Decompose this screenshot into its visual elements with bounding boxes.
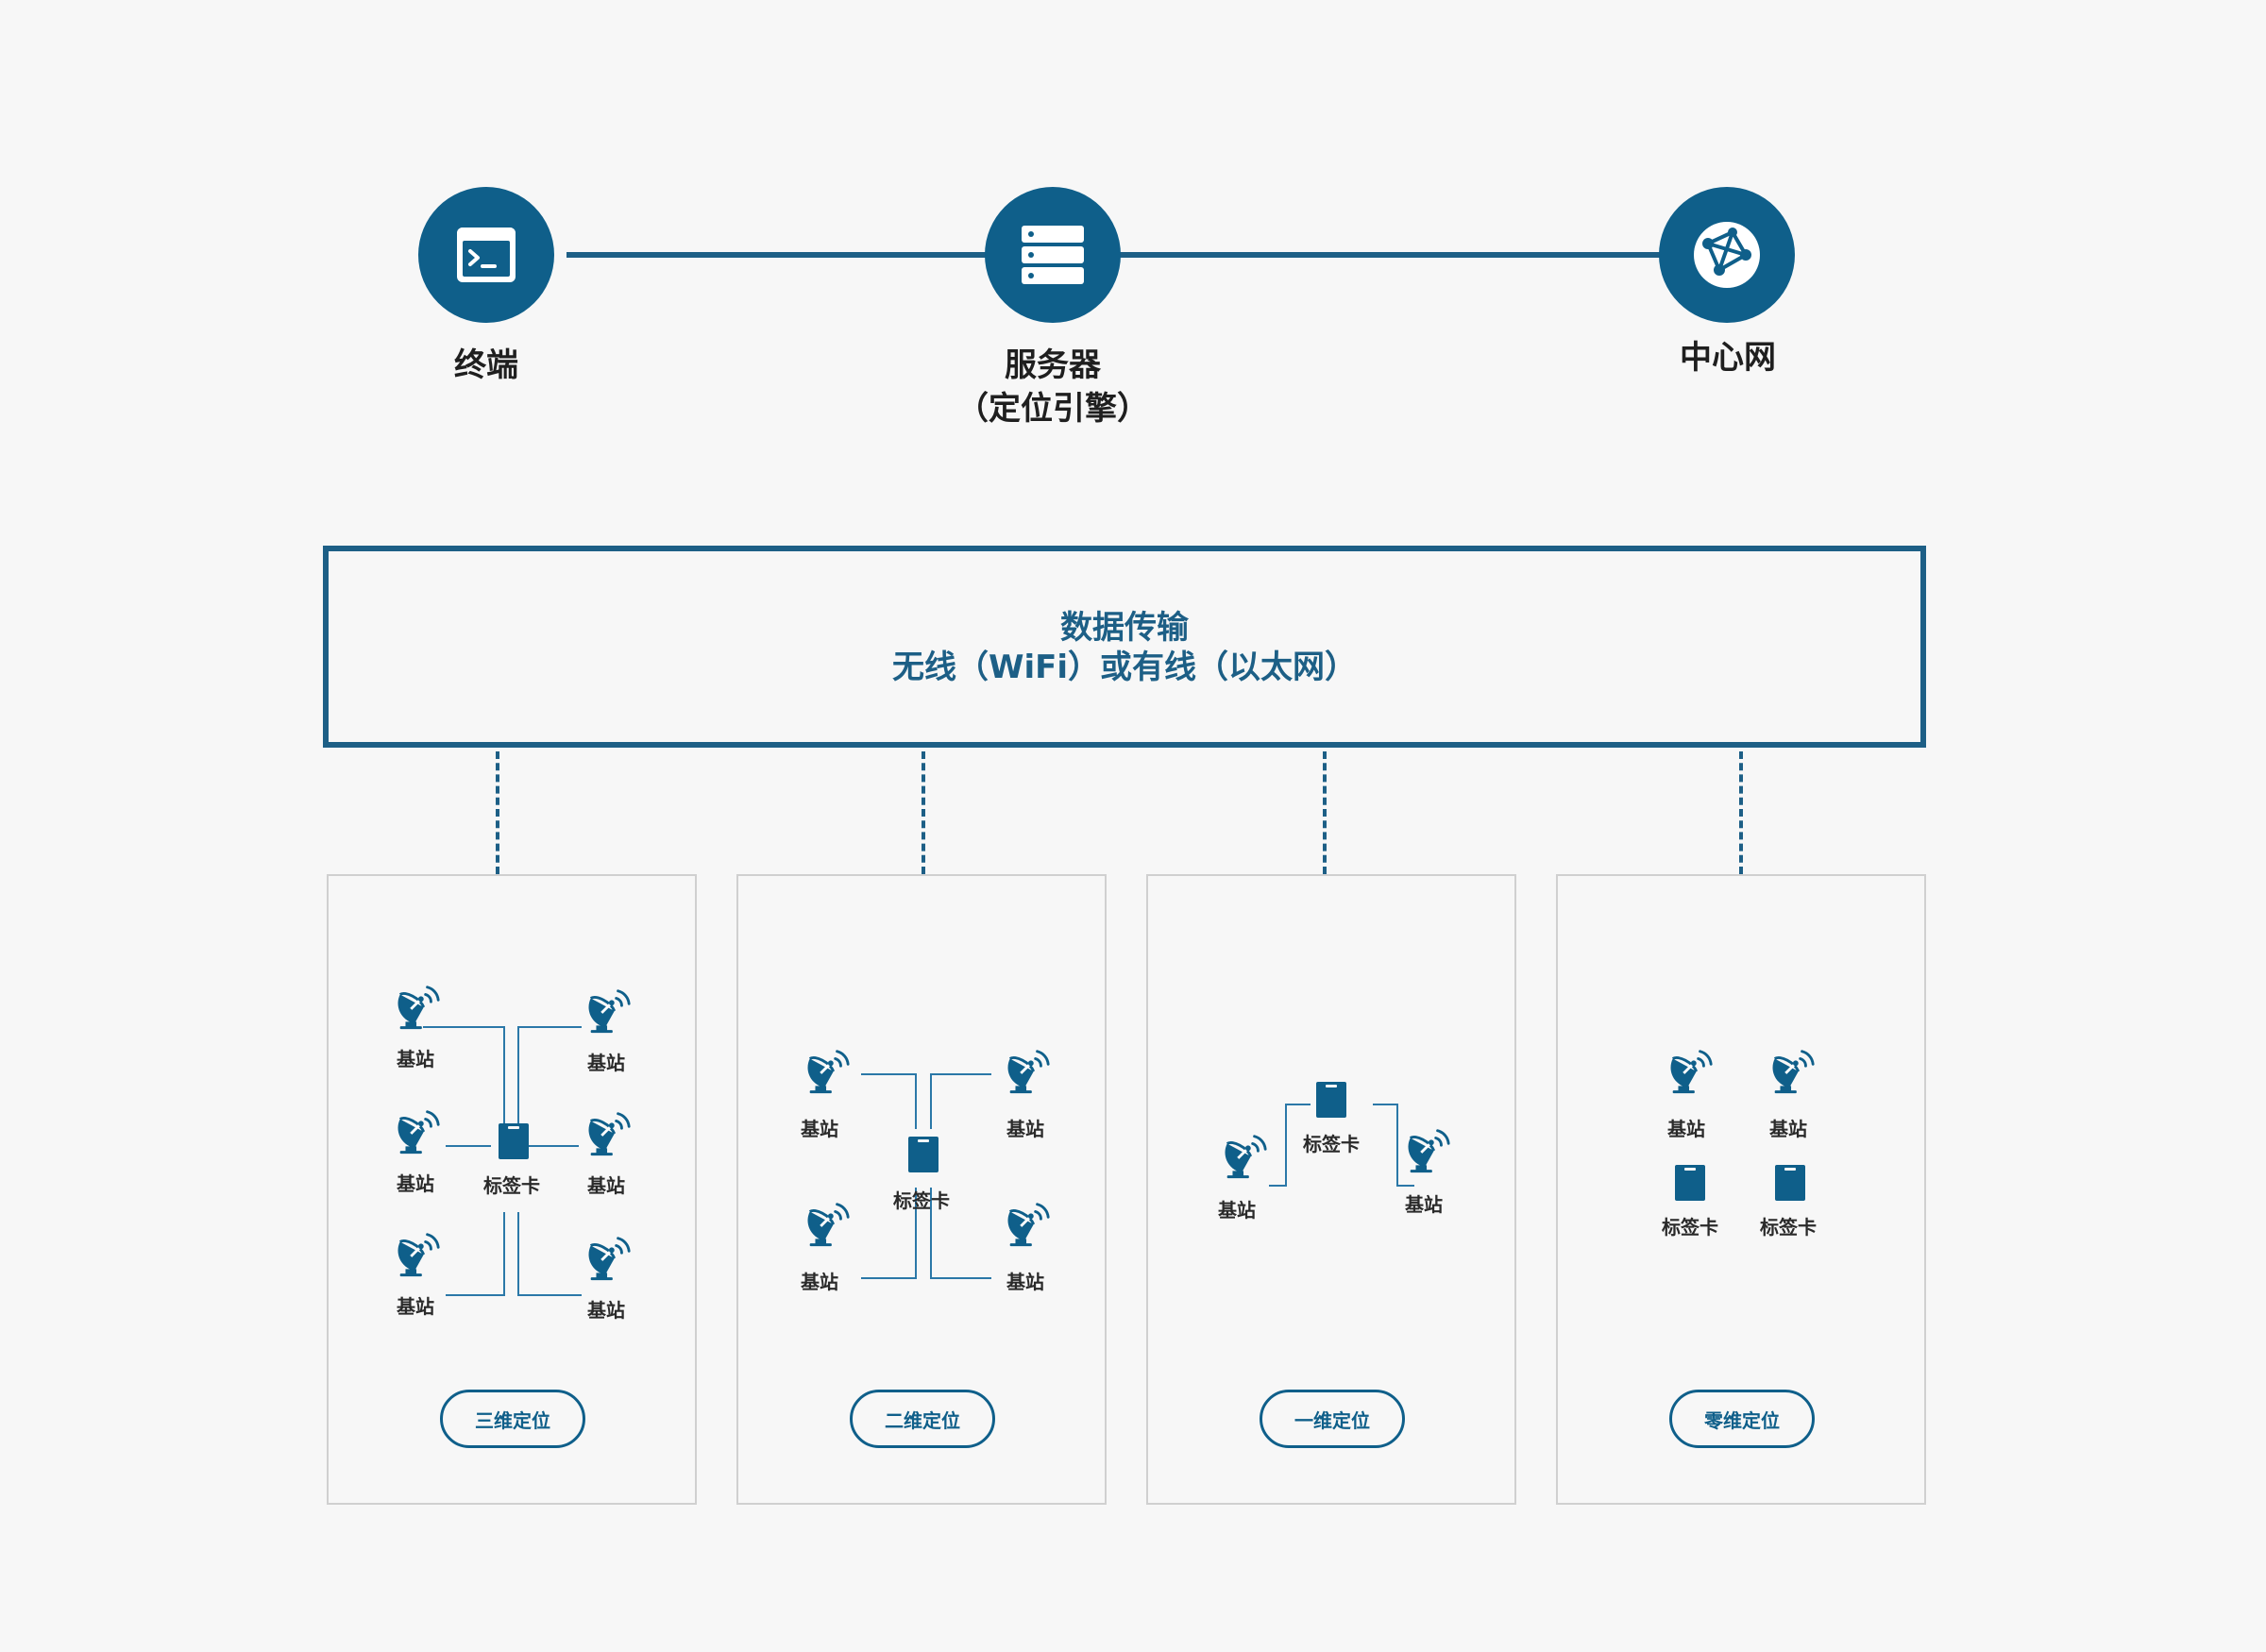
transfer-title: 数据传输 [1060,609,1189,647]
panel-0d-positioning: 基站 基站 标签卡 标签卡 零维定位 [1556,874,1926,1505]
transfer-subtitle: 无线（WiFi）或有线（以太网） [891,649,1358,686]
tag-card-icon [499,1123,529,1159]
2d-positioning-button[interactable]: 二维定位 [850,1390,995,1448]
tag-card-label: 标签卡 [1662,1216,1718,1239]
satellite-dish-icon [1006,1050,1050,1095]
base-station-label: 基站 [801,1271,838,1293]
base-station-label: 基站 [1769,1118,1807,1140]
base-station-label: 基站 [801,1118,838,1140]
network-label: 中心网 [1680,339,1776,377]
terminal-node [418,187,554,323]
base-station-label: 基站 [1667,1118,1705,1140]
satellite-dish-icon [806,1203,850,1248]
dashed-connector [496,751,499,874]
terminal-label: 终端 [454,346,518,384]
tag-card-icon [908,1137,939,1172]
dashed-connector [1323,751,1327,874]
network-globe-icon [1694,222,1760,288]
base-station-label: 基站 [1006,1271,1044,1293]
tag-card-icon [1316,1082,1346,1118]
base-station-label: 基站 [587,1174,625,1197]
tag-card-label: 标签卡 [893,1189,950,1212]
data-transfer-box: 数据传输 无线（WiFi）或有线（以太网） [323,546,1926,748]
server-label: 服务器 [1005,346,1101,384]
satellite-dish-icon [397,1233,440,1278]
dashed-connector [922,751,925,874]
satellite-dish-icon [397,986,440,1031]
server-sublabel: （定位引擎） [956,390,1149,428]
1d-positioning-button[interactable]: 一维定位 [1260,1390,1405,1448]
tag-card-label: 标签卡 [1760,1216,1817,1239]
top-connector-line [566,252,1681,258]
satellite-dish-icon [806,1050,850,1095]
dashed-connector [1739,751,1743,874]
panel-3d-positioning: 基站 基站 基站 标签卡 基站 基站 基站 三维定位 [327,874,697,1505]
base-station-label: 基站 [587,1052,625,1074]
base-station-label: 基站 [587,1299,625,1322]
satellite-dish-icon [587,1112,631,1157]
satellite-dish-icon [1771,1050,1815,1095]
base-station-label: 基站 [1218,1199,1256,1222]
satellite-dish-icon [1224,1135,1267,1180]
satellite-dish-icon [1669,1050,1713,1095]
server-icon [1022,226,1084,284]
base-station-label: 基站 [397,1295,434,1318]
satellite-dish-icon [1006,1203,1050,1248]
tag-card-label: 标签卡 [483,1174,540,1197]
panel-1d-positioning: 标签卡 基站 基站 一维定位 [1146,874,1516,1505]
satellite-dish-icon [587,989,631,1035]
base-station-label: 基站 [1405,1193,1443,1216]
base-station-label: 基站 [1006,1118,1044,1140]
tag-card-icon [1775,1165,1805,1201]
3d-positioning-button[interactable]: 三维定位 [440,1390,585,1448]
satellite-dish-icon [1407,1129,1450,1174]
network-node [1659,187,1795,323]
base-station-label: 基站 [397,1048,434,1070]
terminal-icon [457,228,516,282]
tag-card-icon [1675,1165,1705,1201]
0d-positioning-button[interactable]: 零维定位 [1669,1390,1815,1448]
satellite-dish-icon [587,1237,631,1282]
panel-2d-positioning: 基站 基站 标签卡 基站 基站 二维定位 [736,874,1107,1505]
satellite-dish-icon [397,1110,440,1155]
server-node [985,187,1121,323]
base-station-label: 基站 [397,1172,434,1195]
tag-card-label: 标签卡 [1303,1133,1360,1155]
